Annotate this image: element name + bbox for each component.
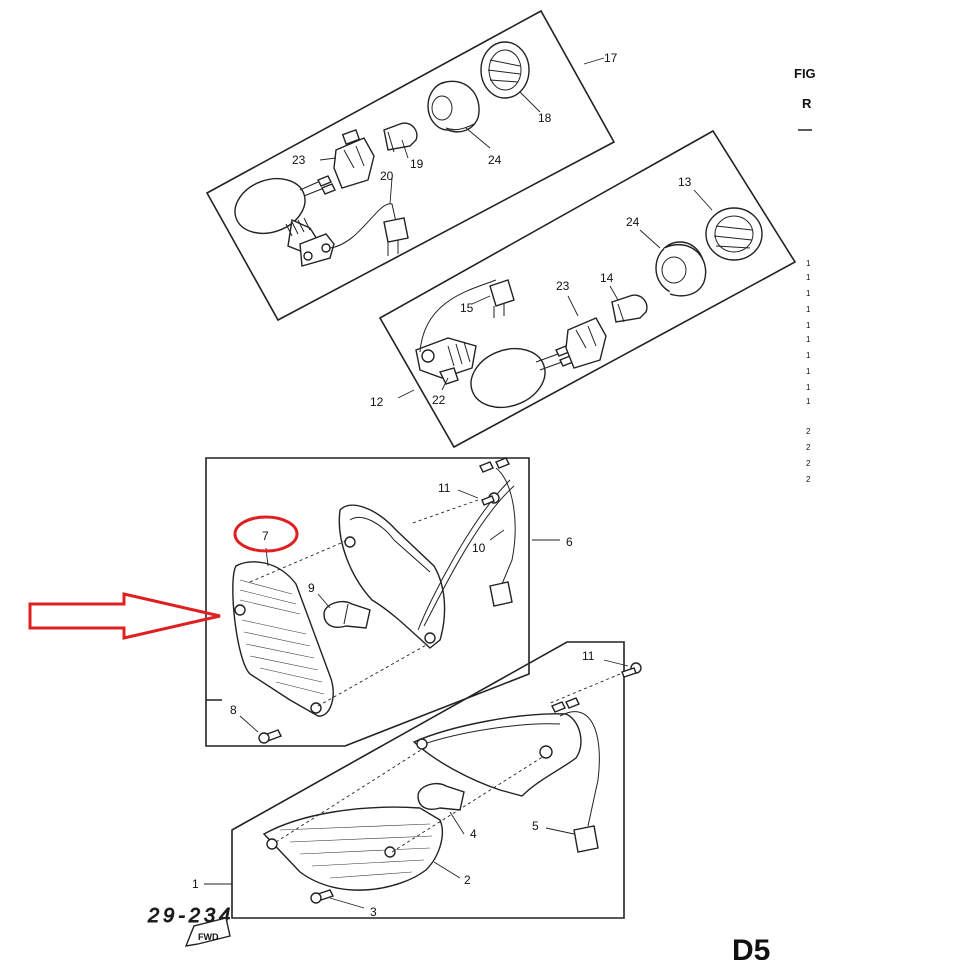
fig-label: FIG <box>794 66 816 81</box>
lens-hatching <box>239 579 325 695</box>
callout-20: 20 <box>380 169 394 183</box>
callout-11a: 11 <box>438 481 451 495</box>
side-num-10: 1 <box>806 397 811 406</box>
side-num-2: 1 <box>806 273 811 282</box>
lens-hatching-2 <box>279 823 433 879</box>
side-num-4: 1 <box>806 305 811 314</box>
callout-22: 22 <box>432 393 446 407</box>
panel-6 <box>205 457 560 747</box>
side-column: FIG R 1 1 1 1 1 1 1 1 1 1 2 2 2 2 D5 <box>732 66 816 960</box>
callout-10: 10 <box>472 541 486 555</box>
side-num-12: 2 <box>806 443 811 452</box>
side-num-5: 1 <box>806 321 811 330</box>
callout-4: 4 <box>470 827 477 841</box>
panel-13 <box>378 129 797 449</box>
callout-numbers: 17 18 23 19 24 20 13 24 23 14 15 12 22 1… <box>192 51 692 919</box>
callout-9: 9 <box>308 581 315 595</box>
callout-2: 2 <box>464 873 471 887</box>
callout-6: 6 <box>566 535 573 549</box>
callout-8: 8 <box>230 703 237 717</box>
page-code: D5 <box>732 934 770 960</box>
callout-23b: 23 <box>556 279 570 293</box>
side-num-13: 2 <box>806 459 811 468</box>
side-num-11: 2 <box>806 427 811 436</box>
drawing-code-stamp: 29-234 FWD <box>147 905 231 947</box>
side-num-6: 1 <box>806 335 811 344</box>
callout-14: 14 <box>600 271 614 285</box>
fwd-label: FWD <box>198 932 219 942</box>
callout-12: 12 <box>370 395 384 409</box>
ref-label: R <box>802 96 812 111</box>
side-num-9: 1 <box>806 383 811 392</box>
panel-1 <box>204 641 642 919</box>
callout-3: 3 <box>370 905 377 919</box>
callout-19: 19 <box>410 157 424 171</box>
callout-5: 5 <box>532 819 539 833</box>
callout-11b: 11 <box>582 649 595 663</box>
callout-1: 1 <box>192 877 199 891</box>
panel-17 <box>205 9 616 322</box>
callout-23a: 23 <box>292 153 306 167</box>
side-num-1: 1 <box>806 259 811 268</box>
callout-17: 17 <box>604 51 618 65</box>
highlight-circle-icon <box>233 515 299 553</box>
callout-24b: 24 <box>626 215 640 229</box>
callout-7: 7 <box>262 529 269 543</box>
callout-24a: 24 <box>488 153 502 167</box>
side-num-8: 1 <box>806 367 811 376</box>
side-num-3: 1 <box>806 289 811 298</box>
callout-13: 13 <box>678 175 692 189</box>
callout-15: 15 <box>460 301 474 315</box>
side-num-7: 1 <box>806 351 811 360</box>
fwd-arrow-icon <box>184 917 231 947</box>
right-arrow-icon <box>28 592 221 640</box>
side-num-14: 2 <box>806 475 811 484</box>
callout-18: 18 <box>538 111 552 125</box>
